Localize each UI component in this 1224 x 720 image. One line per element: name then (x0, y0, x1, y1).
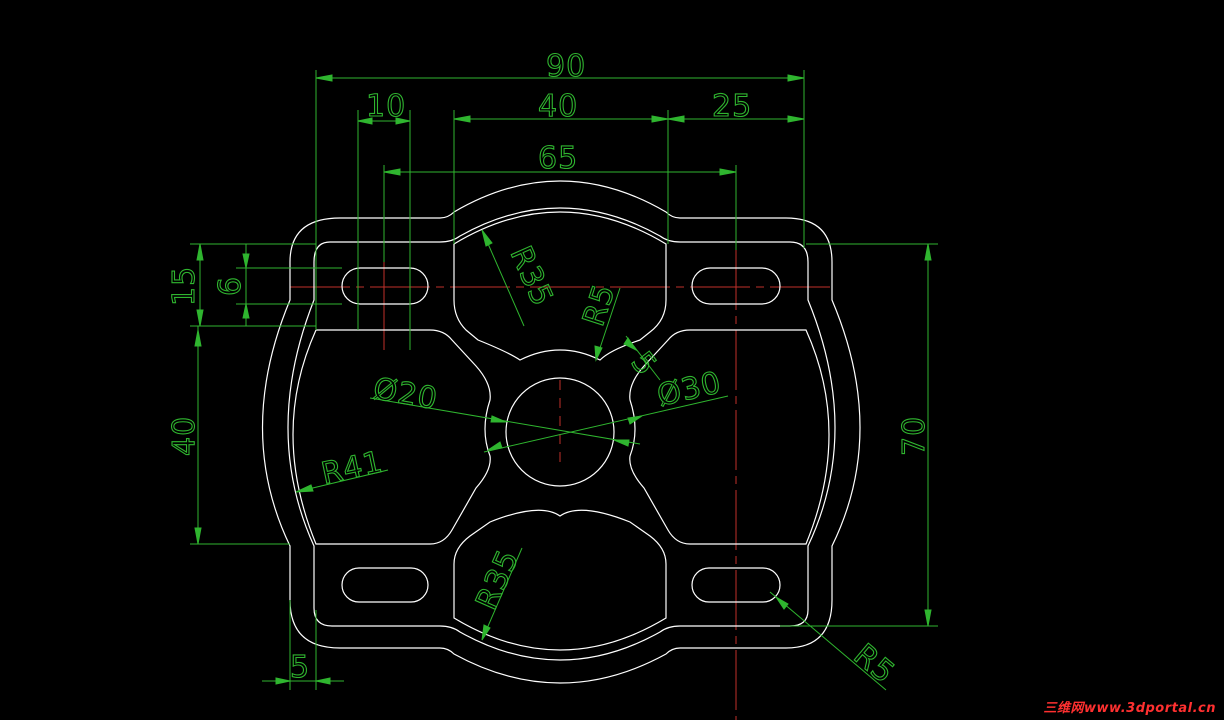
arrow (487, 441, 503, 451)
window-right (629, 329, 830, 545)
arrow (315, 74, 333, 82)
arrow (357, 117, 373, 125)
dim-dia20: Ø20 (371, 371, 441, 417)
dim-15: 15 (167, 266, 202, 306)
window-bottom (453, 509, 667, 651)
dim-r35-bottom: R35 (469, 544, 526, 615)
part-outline (261, 180, 861, 684)
arrow (453, 115, 471, 123)
arrow (924, 243, 932, 261)
arrow (194, 329, 202, 347)
dim-r41: R41 (318, 445, 386, 492)
slot-top-right (691, 267, 781, 305)
arrow (383, 168, 401, 176)
leader-r5-corner (769, 591, 887, 691)
dim-25: 25 (712, 89, 752, 124)
leader-r35-top (481, 229, 525, 327)
dim-40-top: 40 (538, 89, 578, 124)
center-hole (505, 377, 615, 487)
arrow (623, 337, 638, 352)
dimension-texts: 90 10 40 25 65 15 6 40 70 5 R35 R5 5 Ø20… (166, 48, 932, 691)
arrow (787, 74, 805, 82)
leader-r35-bottom (481, 547, 523, 641)
arrow (481, 624, 491, 641)
dim-r35-top: R35 (503, 241, 560, 312)
leader-dia30 (483, 395, 729, 453)
window-left (292, 329, 491, 545)
arrow (490, 415, 507, 423)
arrow (613, 439, 630, 447)
dim-90: 90 (546, 49, 586, 84)
arrow (627, 415, 643, 425)
dim-5-bottom: 5 (290, 650, 310, 685)
arrow (594, 345, 603, 362)
dim-dia30: Ø30 (654, 365, 725, 414)
arrow (719, 168, 737, 176)
slot-bottom-left (341, 567, 429, 603)
dim-10: 10 (366, 89, 406, 124)
leader-dia20 (369, 397, 641, 445)
watermark-text: 三维网www.3dportal.cn (1043, 701, 1216, 716)
arrow (242, 303, 250, 319)
slot-bottom-right (691, 567, 781, 603)
dim-40-left: 40 (167, 416, 202, 456)
arrow (194, 527, 202, 545)
arrow (651, 115, 669, 123)
arrow (787, 115, 805, 123)
arrow (924, 609, 932, 627)
dim-70: 70 (897, 416, 932, 456)
outer-contour (261, 180, 861, 684)
arrow (481, 229, 493, 247)
arrow (242, 253, 250, 269)
arrow (275, 677, 291, 685)
dim-6: 6 (213, 276, 248, 296)
arrow (395, 117, 411, 125)
arrow (775, 596, 789, 610)
arrow (196, 243, 204, 261)
slot-top-left (341, 267, 429, 305)
dim-65: 65 (538, 141, 578, 176)
arrow (667, 115, 685, 123)
dim-r5-corner: R5 (847, 637, 902, 691)
arrow (315, 677, 331, 685)
arrow (196, 309, 204, 327)
arrow (295, 484, 314, 493)
centerlines (290, 250, 832, 720)
window-top (453, 211, 667, 361)
dimension-lines (190, 70, 938, 691)
